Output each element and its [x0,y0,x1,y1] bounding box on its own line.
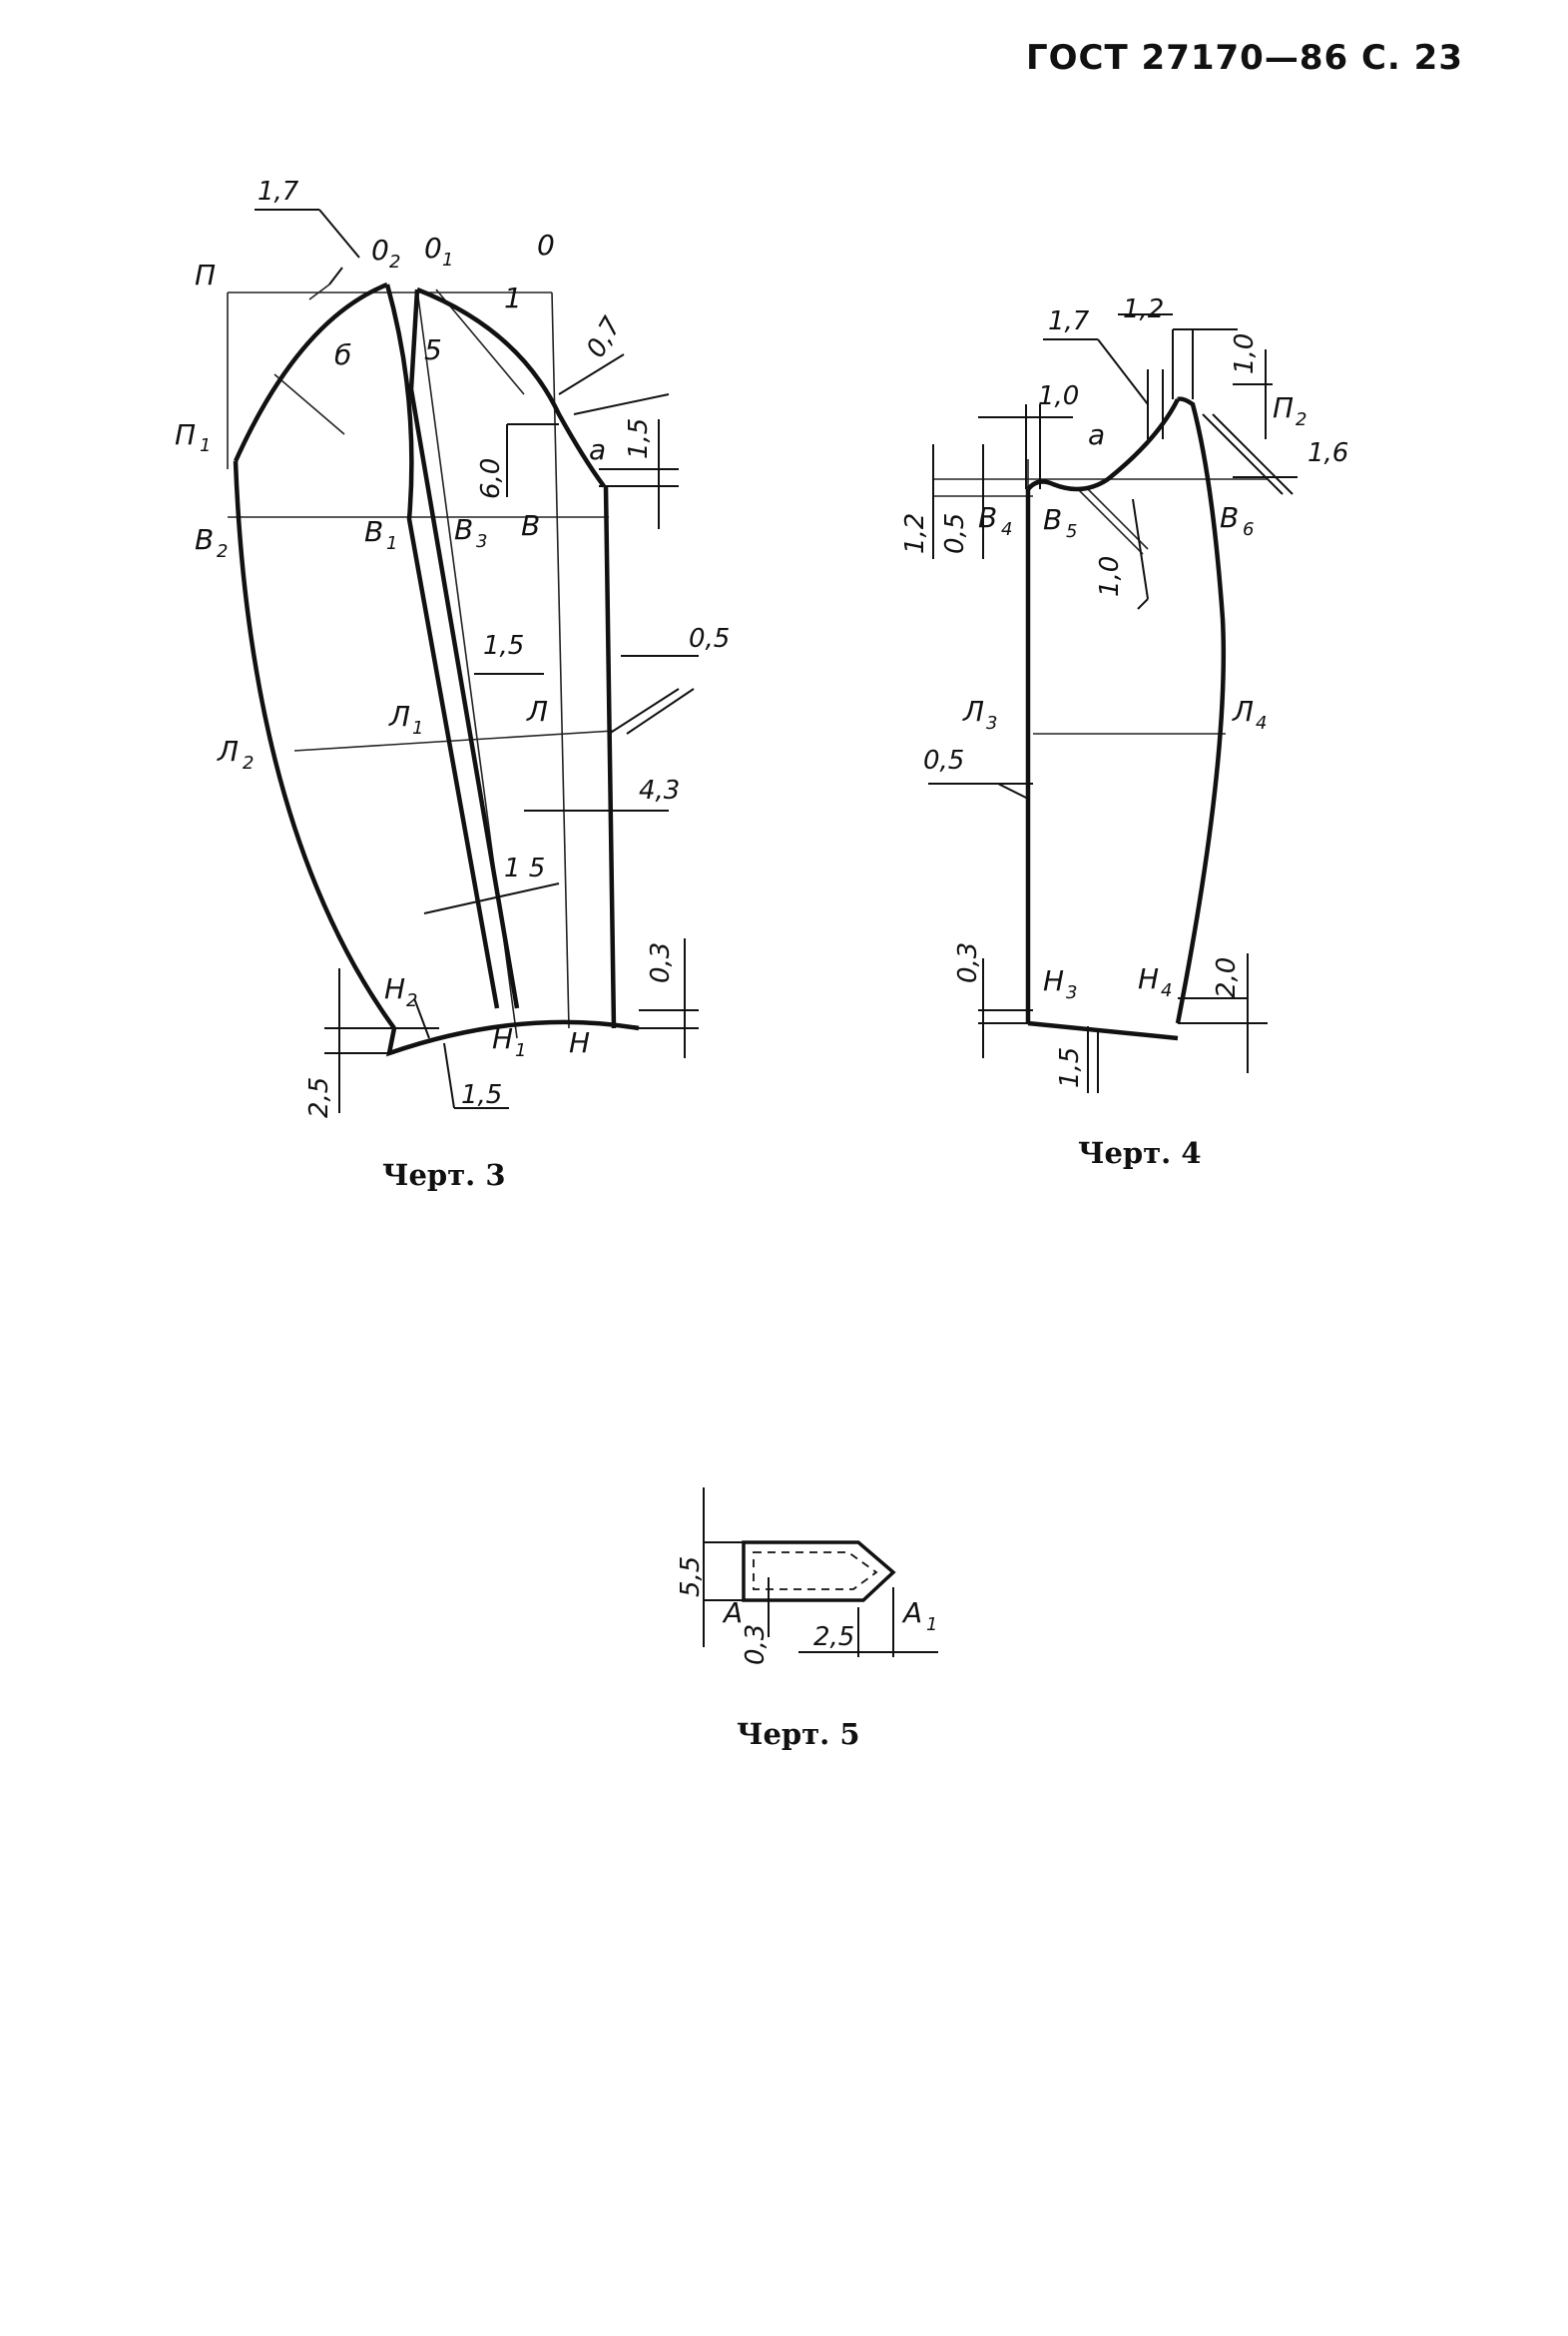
point-A: А [722,1596,743,1629]
dim-0-3: 0,3 [741,1624,771,1665]
point-A1-sub: 1 [926,1614,937,1635]
dim-0-3: 0,3 [953,942,983,983]
dim-1-7: 1,7 [1048,306,1090,336]
dim-1-5-d: 1,5 [461,1080,502,1110]
point-B5: В [1043,503,1062,536]
dim-2-5: 2,5 [813,1622,854,1652]
point-B4: В [978,501,997,534]
label-1: 1 [504,282,522,314]
fig5-outline [742,1540,896,1602]
point-a: а [589,433,606,466]
point-B6: В [1220,501,1239,534]
dim-1-2-vertical: 1,2 [900,513,930,554]
point-L2-sub: 2 [243,753,254,774]
point-B2: В [195,523,214,556]
point-H3-sub: 3 [1066,982,1077,1003]
fig5-dimension-lines [703,1487,938,1657]
fig5-dashed-line [753,1551,878,1590]
point-O: 0 [537,229,555,262]
dim-5-5: 5,5 [676,1556,706,1597]
point-L4: Л [1232,695,1254,728]
point-P: П [195,259,216,292]
dim-1-5-c: 1 5 [504,854,545,883]
dim-1-5-b: 1,5 [483,631,524,661]
point-L3: Л [962,695,984,728]
point-H3: Н [1043,964,1064,997]
point-B1-sub: 1 [386,533,397,554]
point-B: В [521,509,540,542]
point-L2: Л [217,735,239,768]
point-H2-sub: 2 [406,990,417,1011]
dim-1-5: 1,5 [1055,1047,1085,1088]
dim-1-2: 1,2 [1123,294,1164,324]
fig4-label-texts: 1,7 1,2 1,0 1,0 а П 2 1,6 1,2 0,5 В 4 В … [900,294,1348,1088]
fig3-pattern-outline [233,282,640,1057]
point-L1: Л [388,700,410,733]
point-H4: Н [1138,962,1159,995]
point-B6-sub: 6 [1243,519,1254,540]
point-B5-sub: 5 [1066,521,1077,542]
point-B3: В [454,513,473,546]
dim-0-5-left: 0,5 [923,746,964,776]
point-L4-sub: 4 [1256,713,1267,734]
point-H1-sub: 1 [515,1040,526,1061]
caption-fig3: Черт. 3 [382,1158,506,1192]
dim-1-0-left: 1,0 [1038,381,1079,411]
dim-1-0-top: 1,0 [1230,333,1260,374]
point-O1-sub: 1 [442,250,453,271]
point-B1: В [364,515,383,548]
point-A1: А [901,1596,922,1629]
point-B4-sub: 4 [1001,519,1012,540]
point-H4-sub: 4 [1161,980,1172,1001]
dim-1-0-b5: 1,0 [1095,556,1125,597]
point-P1: П [175,418,196,451]
point-P1-sub: 1 [200,435,211,456]
point-O2-sub: 2 [389,252,400,273]
dim-0-5-vertical: 0,5 [940,513,970,554]
dim-1-5-a: 1,5 [624,418,654,459]
point-B2-sub: 2 [217,541,228,562]
point-L1-sub: 1 [412,718,423,739]
label-5: 5 [424,333,442,366]
dim-0-5: 0,5 [689,624,730,654]
caption-fig5: Черт. 5 [737,1717,860,1751]
caption-fig4: Черт. 4 [1078,1136,1202,1170]
fig4-dimension-lines [928,313,1298,1093]
dim-1-7: 1,7 [258,177,299,207]
point-O1: 0 [424,232,442,265]
point-O2: 0 [371,234,389,267]
dim-4-3: 4,3 [639,776,680,806]
point-H: Н [569,1026,590,1059]
point-H1: Н [492,1022,513,1055]
point-L3-sub: 3 [986,713,997,734]
label-b: б [334,338,351,371]
point-a: а [1088,418,1105,451]
fig5-label-texts: 5,5 А 0,3 2,5 А 1 [676,1556,937,1665]
dim-2-5: 2,5 [304,1077,334,1118]
point-L: Л [526,695,548,728]
fig3-dimension-lines [255,209,699,1113]
dim-2-0: 2,0 [1212,957,1242,998]
point-B3-sub: 3 [476,531,487,552]
point-H2: Н [384,972,405,1005]
point-P2: П [1273,391,1294,424]
dim-6-0: 6,0 [476,458,506,499]
page-header: ГОСТ 27170—86 С. 23 [1025,38,1463,78]
dim-1-6: 1,6 [1307,438,1348,468]
point-P2-sub: 2 [1296,409,1307,430]
dim-0-3: 0,3 [646,942,676,983]
